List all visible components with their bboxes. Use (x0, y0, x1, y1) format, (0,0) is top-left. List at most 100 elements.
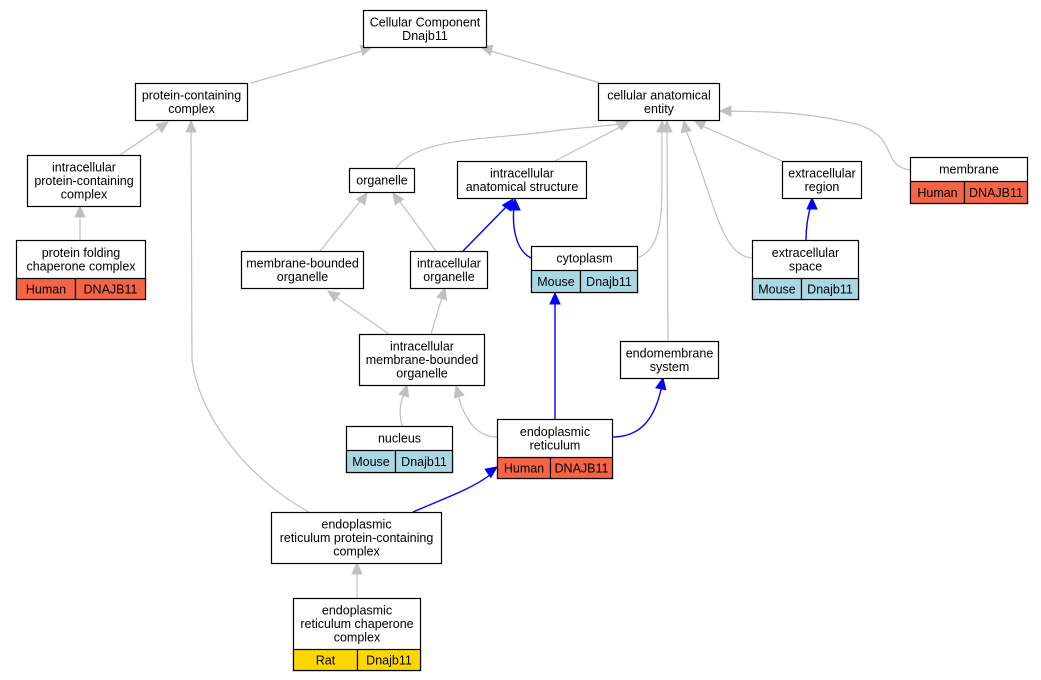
node-label-line: organelle (396, 367, 447, 381)
arrowhead (806, 196, 818, 210)
node-box (270, 511, 443, 565)
arrowhead (661, 119, 673, 133)
node-box (362, 9, 488, 49)
organism-label: Human (26, 283, 66, 297)
node-label-line: anatomical structure (466, 180, 579, 194)
node-label-line: membrane-bounded (366, 353, 479, 367)
arrowhead (509, 197, 521, 211)
arrowhead (398, 383, 410, 398)
gene-label: DNAJB11 (555, 462, 609, 476)
edge-ias-to-cae (554, 119, 630, 162)
node-label-line: endoplasmic (321, 518, 391, 532)
node-label-line: reticulum (530, 438, 581, 452)
node-label-line: intracellular (417, 256, 481, 270)
arrowhead (453, 384, 465, 399)
node-label-line: endoplasmic (322, 604, 392, 618)
edge-imbo-to-io (430, 286, 448, 335)
edge-cyto-to-ias (509, 197, 532, 259)
node-label-line: complex (61, 188, 108, 202)
arrowhead (392, 192, 405, 206)
node-box (26, 154, 142, 208)
gene-label: Dnajb11 (366, 654, 412, 668)
arrowhead (549, 291, 561, 305)
edge-extspace-to-cae (680, 119, 753, 259)
edge-pfcc-to-ipcc (74, 204, 86, 240)
gene-label: Dnajb11 (586, 275, 632, 289)
node-label-line: membrane-bounded (246, 256, 359, 270)
node-label-line: organelle (277, 270, 328, 284)
node-box (597, 82, 721, 122)
edge-endo-to-cae (661, 119, 673, 342)
node-label-line: space (789, 259, 822, 273)
edge-erpcc-to-er (412, 466, 498, 513)
node-label-line: chaperone complex (26, 259, 136, 273)
edge-extspace-to-extreg (805, 196, 818, 241)
gene-cell (800, 277, 860, 301)
edge-cae-to-root (479, 44, 601, 84)
gene-cell (549, 456, 614, 480)
node-label-line: entity (644, 102, 675, 116)
edge-erpcc-to-pcc (185, 119, 310, 513)
node-label-line: complex (333, 545, 380, 559)
go-term-node-organelle[interactable]: organelle (348, 167, 416, 194)
node-label-line: extracellular (788, 166, 855, 180)
gene-label: DNAJB11 (969, 186, 1023, 200)
node-label-line: protein-containing (34, 174, 133, 188)
node-label-line: protein folding (42, 246, 121, 260)
node-label-line: system (650, 360, 690, 374)
arrowhead (436, 286, 448, 301)
edge-ercc-to-erpcc (351, 561, 363, 598)
arrowhead (680, 119, 692, 134)
gene-cell (74, 277, 147, 301)
node-label-line: extracellular (772, 246, 839, 260)
arrowhead (355, 192, 368, 206)
edge-er-to-imbo (453, 384, 498, 438)
node-box (240, 250, 365, 290)
edge-imbo-to-mbo (327, 290, 390, 335)
node-label-line: intracellular (390, 340, 454, 354)
node-label-line: complex (168, 102, 215, 116)
node-label-line: protein-containing (142, 88, 241, 102)
gene-label: Dnajb11 (807, 283, 853, 297)
node-label-line: organelle (356, 174, 407, 188)
node-box (134, 82, 249, 122)
gene-cell (579, 269, 639, 294)
edge-ipcc-to-pcc (119, 121, 169, 156)
organism-label: Human (504, 462, 544, 476)
node-label-line: cellular anatomical (607, 88, 711, 102)
node-label-line: reticulum chaperone (300, 617, 413, 631)
arrowhead (327, 290, 341, 303)
node-box (348, 167, 416, 194)
arrowhead (484, 466, 498, 479)
gene-cell (394, 449, 454, 474)
node-label-line: endoplasmic (520, 425, 590, 439)
edge-er-to-endo (611, 376, 667, 438)
edge-er-to-cyto (549, 291, 561, 419)
node-label-line: organelle (423, 270, 474, 284)
edge-cyto-to-cae (636, 119, 668, 259)
arrowhead (185, 119, 197, 133)
gene-cell (963, 180, 1029, 205)
node-box (456, 160, 588, 200)
edge-extreg-to-cae (692, 119, 783, 162)
